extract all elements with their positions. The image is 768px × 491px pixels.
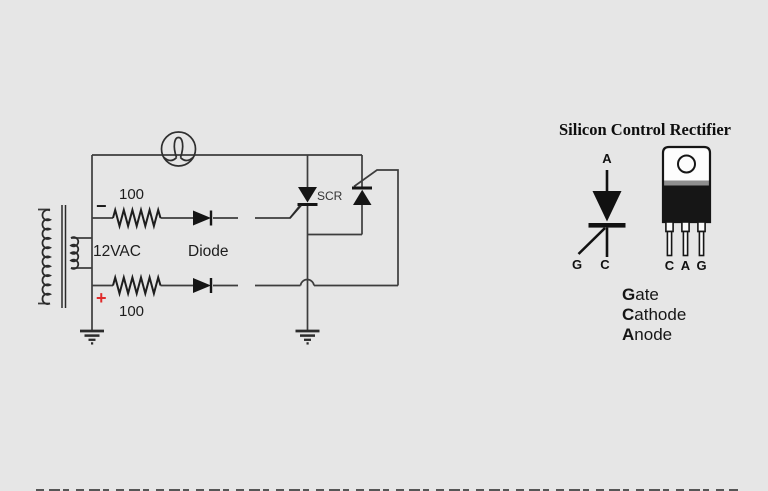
secondary-coil: [69, 236, 80, 270]
ground-center-icon: [295, 329, 320, 345]
symbol-anode-label: A: [602, 151, 612, 166]
to220-package-icon: [661, 145, 712, 257]
legend-anode: Anode: [622, 325, 673, 345]
diode-label: Diode: [188, 243, 229, 260]
package-outline: [661, 145, 712, 224]
scr-right-icon: [352, 186, 372, 205]
package-body: [663, 185, 710, 222]
lamp-filament-right: [179, 156, 194, 162]
legend-cathode-initial: C: [622, 305, 635, 324]
primary-coil: [41, 209, 53, 305]
legend-cathode: Cathode: [622, 305, 687, 325]
resistor-bottom-value: 100: [119, 303, 145, 320]
package-pin-g: G: [696, 258, 707, 273]
wire-right-gate: [353, 169, 399, 286]
transformer-core: [61, 205, 67, 308]
legend-anode-rest: node: [634, 325, 673, 344]
lamp-bulb-outline: [160, 131, 197, 167]
legend-gate-rest: ate: [635, 285, 659, 304]
diode-bottom-icon: [193, 278, 213, 293]
package-legs: [665, 221, 706, 257]
minus-polarity-label: −: [96, 196, 107, 216]
scr-left-icon: [289, 187, 318, 219]
diode-top-icon: [193, 210, 213, 226]
wire-top-branch: [92, 204, 302, 219]
transformer-icon: [41, 205, 80, 308]
scr-symbol-icon: [577, 170, 626, 257]
ground-left-icon: [80, 329, 104, 345]
lamp-filament-left: [163, 156, 178, 162]
wires: [38, 154, 399, 331]
symbol-gate-label: G: [571, 257, 583, 272]
package-band: [663, 180, 710, 186]
legend-anode-initial: A: [622, 325, 635, 344]
scr-label: SCR: [317, 189, 343, 203]
plus-polarity-label: +: [96, 288, 107, 308]
resistor-top-value: 100: [119, 186, 145, 203]
package-pin-a: A: [680, 258, 691, 273]
legend-cathode-rest: athode: [634, 305, 687, 324]
cutoff-caption-text: [36, 488, 738, 491]
transformer-voltage-label: 12VAC: [93, 243, 141, 260]
package-hole: [677, 154, 696, 174]
wire-secondary-leads: [71, 237, 92, 269]
legend-gate: Gate: [622, 285, 659, 305]
lamp-icon: [160, 131, 197, 167]
package-pin-c: C: [664, 258, 675, 273]
panel-title: Silicon Control Rectifier: [559, 120, 731, 139]
resistor-top: [112, 206, 162, 230]
legend-gate-initial: G: [622, 285, 636, 304]
symbol-cathode-label: C: [600, 257, 610, 272]
resistor-bottom: [112, 273, 162, 298]
lamp-filament-loop: [173, 136, 184, 158]
